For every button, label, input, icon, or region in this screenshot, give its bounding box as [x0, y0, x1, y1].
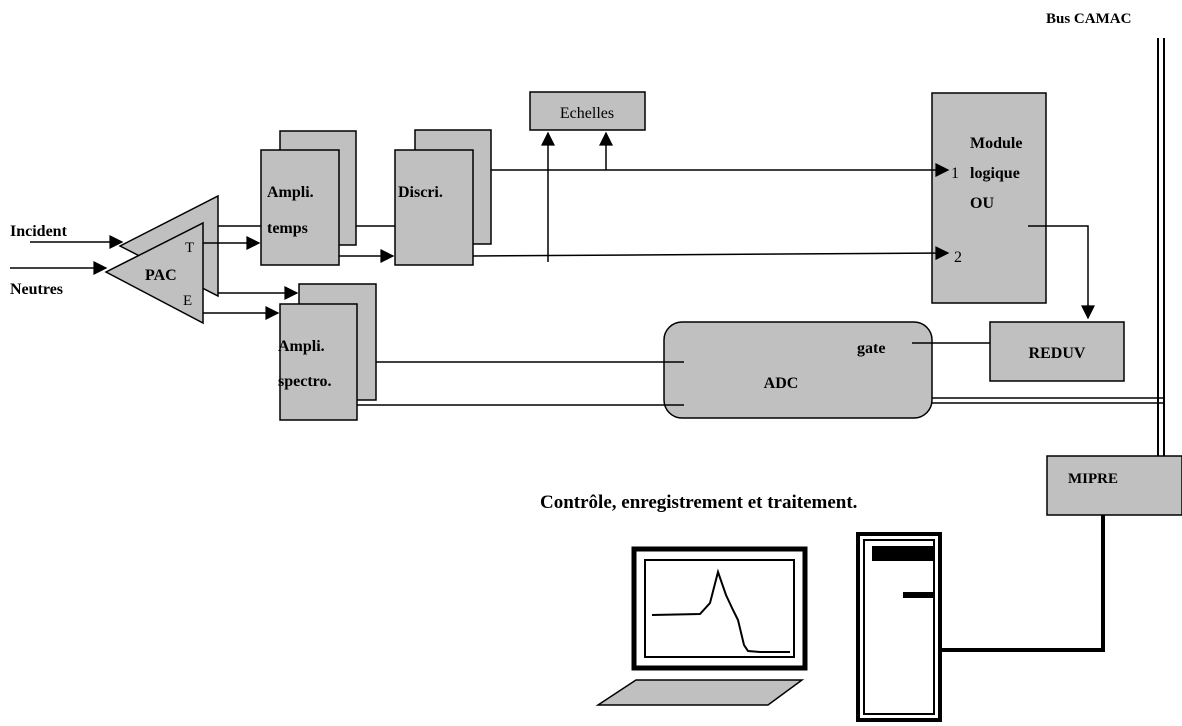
- ampli-temps-box: [260, 149, 340, 266]
- reduv-box: [989, 321, 1125, 382]
- mipre-label: MIPRE: [1068, 471, 1118, 487]
- module-label-line3: OU: [970, 195, 994, 212]
- pac-e-label: E: [183, 293, 192, 309]
- incident-label: Incident: [10, 223, 68, 240]
- discri-box: [394, 149, 474, 266]
- ampli-spectro-box: [279, 303, 358, 421]
- module-logique-box: [931, 92, 1047, 304]
- pac-t-label: T: [185, 240, 194, 256]
- adc-gate-label: gate: [857, 340, 885, 357]
- ampli-temps-label-2: temps: [267, 220, 308, 237]
- discri-to-module-input-2: [472, 246, 950, 261]
- bus-camac-line: [1157, 38, 1165, 456]
- echelles-label: Echelles: [560, 105, 614, 122]
- bus-camac-label: Bus CAMAC: [1046, 11, 1131, 27]
- module-to-reduv-arrow: [1028, 225, 1095, 320]
- pac-triangle: [104, 221, 204, 325]
- monitor-icon: [595, 546, 808, 706]
- computer-tower-icon: [856, 532, 942, 722]
- module-input-2-label: 2: [954, 249, 962, 266]
- adc-box: [663, 321, 933, 419]
- adc-label: ADC: [764, 375, 799, 392]
- module-label-line1: Module: [970, 135, 1022, 152]
- mipre-box: [1046, 455, 1182, 516]
- mipre-to-computer-cable: [938, 515, 1105, 652]
- discri-label: Discri.: [398, 184, 443, 201]
- module-input-1-label: 1: [951, 165, 959, 182]
- caption: Contrôle, enregistrement et traitement.: [540, 492, 857, 513]
- ampli-temps-label-1: Ampli.: [267, 184, 314, 201]
- echelles-box: [529, 91, 646, 131]
- adc-to-bus-line: [932, 397, 1164, 404]
- pac-label: PAC: [145, 267, 177, 284]
- reduv-label: REDUV: [1029, 345, 1086, 362]
- ampli-spectro-label-2: spectro.: [278, 373, 331, 390]
- neutres-label: Neutres: [10, 281, 63, 298]
- ampli-spectro-label-1: Ampli.: [278, 338, 325, 355]
- module-label-line2: logique: [970, 165, 1020, 182]
